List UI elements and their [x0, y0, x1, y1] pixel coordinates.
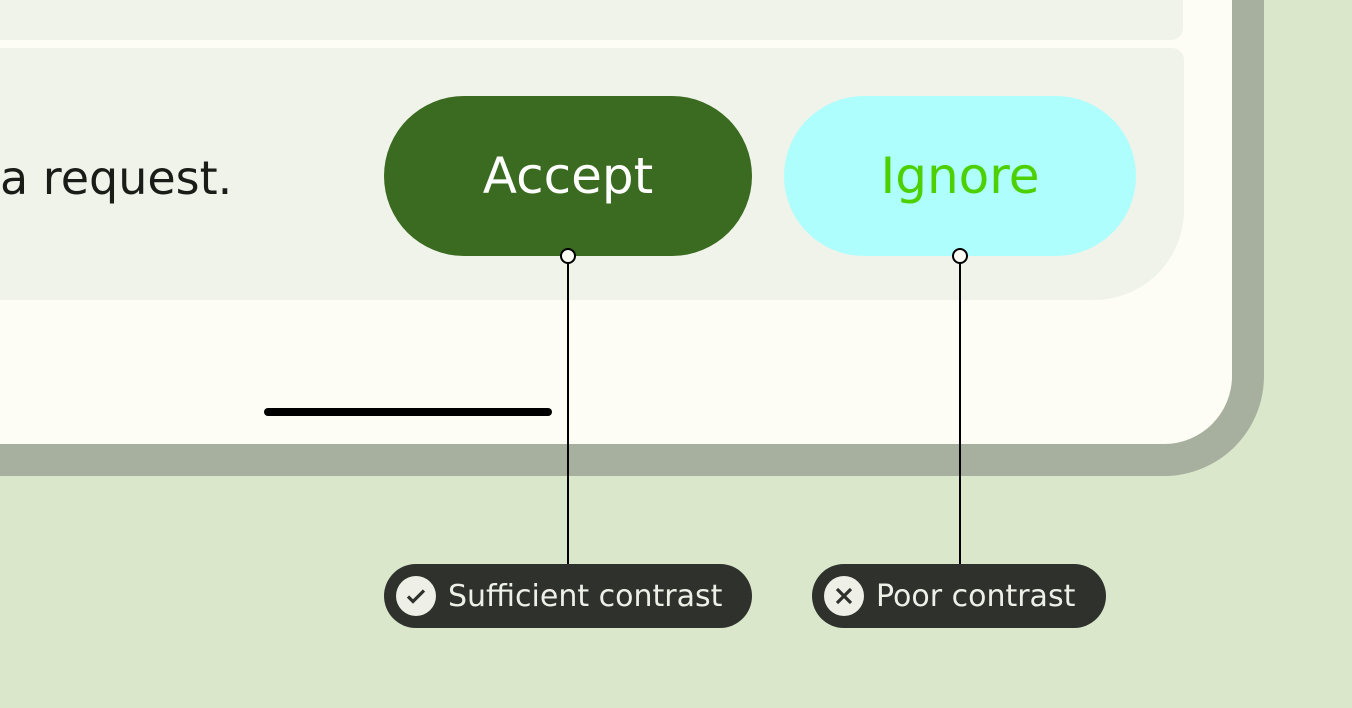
home-indicator[interactable] [264, 408, 552, 416]
accept-button[interactable]: Accept [384, 96, 752, 256]
ignore-button[interactable]: Ignore [784, 96, 1136, 256]
check-icon [396, 576, 436, 616]
request-message: a request. [0, 151, 233, 205]
card-top [0, 0, 1183, 40]
close-icon [824, 576, 864, 616]
accept-callout-dot [560, 248, 576, 264]
ignore-callout-dot [952, 248, 968, 264]
sufficient-contrast-text: Sufficient contrast [448, 578, 723, 614]
sufficient-contrast-label: Sufficient contrast [384, 564, 752, 628]
poor-contrast-label: Poor contrast [812, 564, 1106, 628]
poor-contrast-text: Poor contrast [876, 578, 1076, 614]
